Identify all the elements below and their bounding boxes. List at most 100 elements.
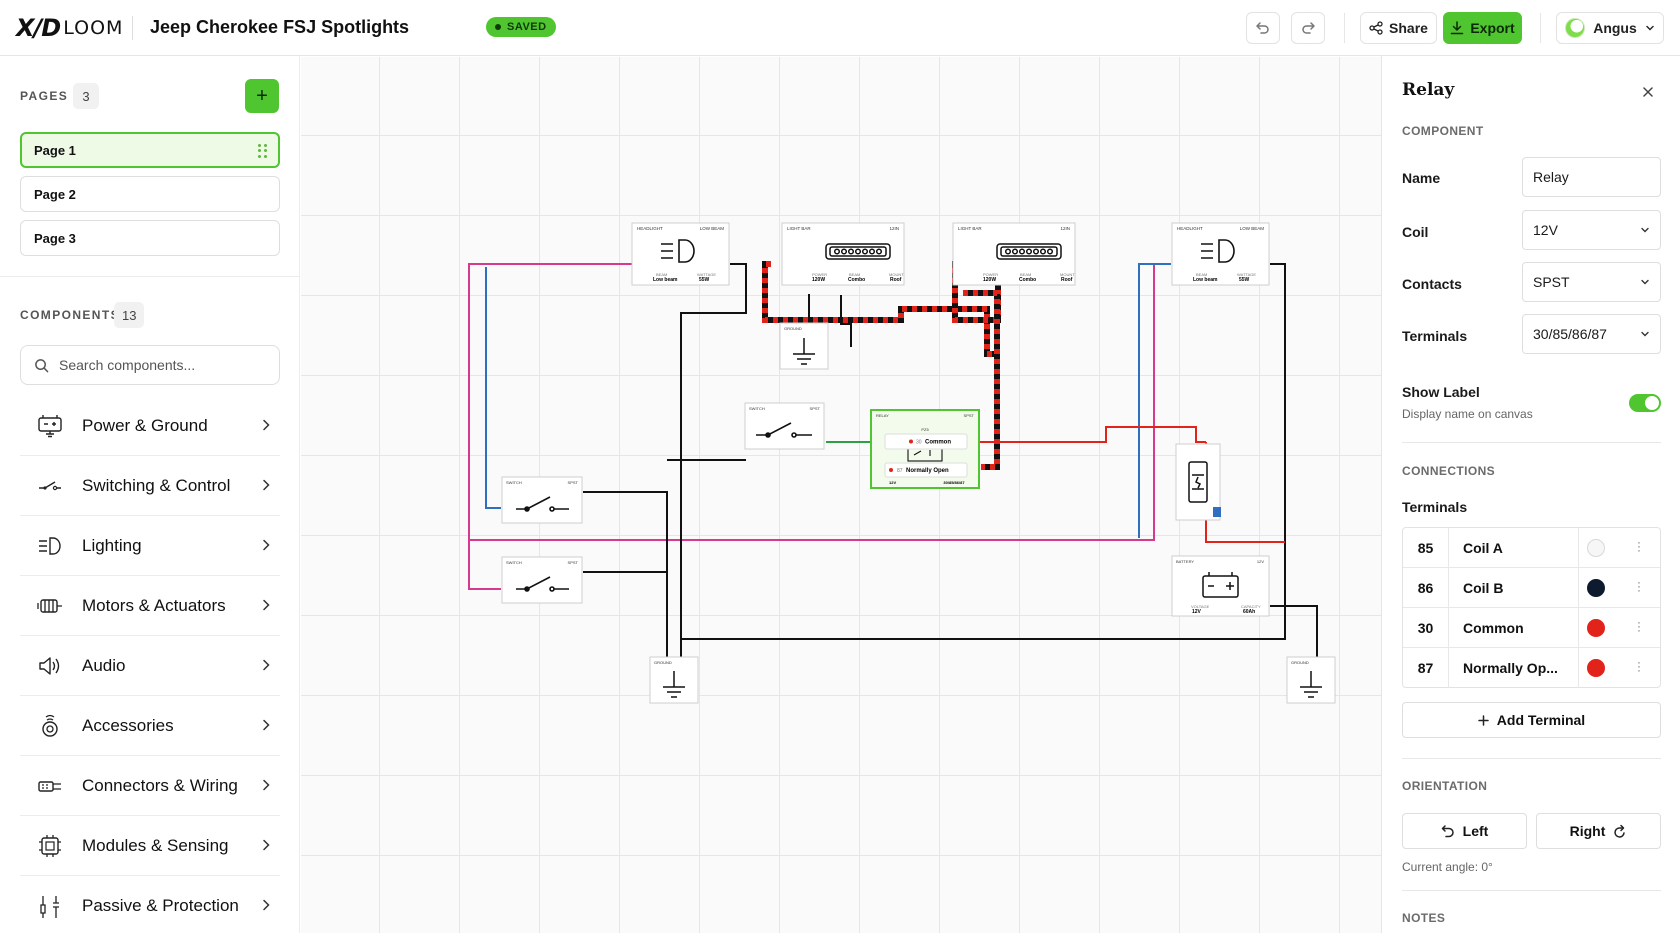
component-lightbar-left[interactable]: LIGHT BAR 12IN POWER 120W BEAM Combo MOU…	[781, 222, 905, 286]
comp-title: GROUND	[654, 660, 672, 665]
category-modules-sensing[interactable]: Modules & Sensing	[20, 816, 280, 876]
name-label: Name	[1402, 170, 1441, 186]
orientation-section-label: ORIENTATION	[1402, 779, 1488, 793]
relay-terminal-30[interactable]	[884, 433, 968, 450]
page-item-2[interactable]: Page 2	[20, 176, 280, 212]
component-battery[interactable]: BATTERY 12V VOLTAGE 12V CAPACITY 60Ah	[1171, 555, 1270, 617]
lightbar-icon	[996, 243, 1062, 260]
component-switch-mid[interactable]: SWITCH SPST	[744, 402, 825, 450]
wire-color-swatch[interactable]	[1587, 659, 1605, 677]
wire-black-1	[680, 263, 747, 657]
pink-wires[interactable]	[468, 263, 1155, 590]
terminal-row[interactable]: 86 Coil B ···	[1403, 567, 1660, 608]
terminal-name[interactable]: Common	[1463, 619, 1524, 636]
more-vertical-icon[interactable]: ···	[1637, 535, 1641, 557]
contacts-select-value: SPST	[1533, 274, 1570, 290]
drag-handle-icon[interactable]	[258, 144, 268, 158]
component-ground-bottom-right[interactable]: GROUND	[1286, 656, 1336, 704]
comp-tag: SPST	[964, 413, 975, 418]
component-ground-bottom-left[interactable]: GROUND	[649, 656, 699, 704]
component-ground-top[interactable]: GROUND	[779, 322, 829, 370]
page-item-label: Page 2	[34, 186, 76, 202]
show-label-description: Display name on canvas	[1402, 407, 1533, 421]
switch-icon	[516, 576, 569, 592]
more-vertical-icon[interactable]: ···	[1637, 615, 1641, 637]
component-fuse[interactable]	[1175, 443, 1221, 521]
category-connectors-wiring[interactable]: Connectors & Wiring	[20, 756, 280, 816]
terminals-select[interactable]: 30/85/86/87	[1522, 314, 1661, 354]
wire-color-swatch[interactable]	[1587, 619, 1605, 637]
category-accessories[interactable]: Accessories	[20, 696, 280, 756]
terminal-row[interactable]: 30 Common ···	[1403, 607, 1660, 648]
name-input[interactable]: Relay	[1522, 157, 1661, 197]
project-title[interactable]: Jeep Cherokee FSJ Spotlights	[150, 17, 410, 37]
ground-icon	[793, 338, 815, 365]
rotate-left-button[interactable]: Left	[1402, 813, 1527, 849]
comp-field-value: 12V	[889, 480, 896, 485]
comp-field-value: 30/85/86/87	[943, 480, 965, 485]
terminal-number: 30	[1403, 607, 1449, 648]
category-passive-protection[interactable]: Passive & Protection	[20, 876, 280, 933]
page-item-1[interactable]: Page 1	[20, 132, 280, 168]
cell-divider	[1578, 567, 1579, 608]
comp-field-value: 120W	[812, 277, 825, 283]
category-label: Audio	[82, 655, 126, 675]
blue-wires[interactable]	[485, 263, 1171, 538]
comp-title: GROUND	[784, 326, 802, 331]
terminal-row[interactable]: 87 Normally Op... ···	[1403, 648, 1660, 688]
terminal-name[interactable]: Normally Op...	[1463, 660, 1558, 676]
comp-field-label: POWER	[983, 272, 998, 277]
user-menu-button[interactable]: Angus	[1556, 12, 1664, 44]
component-relay[interactable]: RELAY SPST PZ5 30 Common 87 Normally Ope…	[870, 409, 980, 489]
component-lightbar-right[interactable]: LIGHT BAR 12IN POWER 120W BEAM Combo MOU…	[952, 222, 1076, 286]
component-switch-b[interactable]: SWITCH SPST	[501, 556, 583, 604]
panel-title: Relay	[1402, 80, 1455, 100]
comp-title: SWITCH	[506, 480, 522, 485]
red-wires[interactable]	[978, 426, 1285, 543]
component-headlight-right[interactable]: HEADLIGHT LOW BEAM BEAM Low beam WATTAGE…	[1171, 222, 1270, 286]
category-lighting[interactable]: Lighting	[20, 516, 280, 576]
chevron-down-icon	[1641, 279, 1649, 285]
show-label-toggle[interactable]	[1629, 394, 1661, 412]
schematic-canvas[interactable]: HEADLIGHT LOW BEAM BEAM Low beam WATTAGE…	[301, 57, 1381, 933]
rotate-right-button[interactable]: Right	[1536, 813, 1661, 849]
plus-icon	[1478, 714, 1489, 726]
wire-color-swatch[interactable]	[1587, 579, 1605, 597]
terminal-name[interactable]: Coil A	[1463, 539, 1503, 556]
share-button[interactable]: Share	[1360, 12, 1437, 44]
component-search[interactable]: Search components...	[20, 345, 280, 385]
wire-pink-1	[468, 263, 633, 590]
undo-button[interactable]	[1246, 12, 1280, 44]
motor-icon	[34, 592, 66, 620]
logo[interactable]: X/D LOOM	[16, 14, 123, 42]
comp-field-label: WATTAGE	[1237, 272, 1256, 277]
page-item-3[interactable]: Page 3	[20, 220, 280, 256]
share-icon	[1369, 21, 1383, 35]
category-audio[interactable]: Audio	[20, 636, 280, 696]
terminal-label: Common	[925, 440, 951, 446]
schematic-svg[interactable]: HEADLIGHT LOW BEAM BEAM Low beam WATTAGE…	[301, 57, 1381, 933]
component-headlight-left[interactable]: HEADLIGHT LOW BEAM BEAM Low beam WATTAGE…	[631, 222, 730, 286]
wire-color-swatch[interactable]	[1587, 539, 1605, 557]
relay-terminal-87[interactable]	[884, 462, 968, 478]
category-motors-actuators[interactable]: Motors & Actuators	[20, 576, 280, 636]
comp-title: HEADLIGHT	[637, 226, 663, 231]
more-vertical-icon[interactable]: ···	[1637, 575, 1641, 597]
terminal-row[interactable]: 85 Coil A ···	[1403, 527, 1660, 568]
coil-select[interactable]: 12V	[1522, 210, 1661, 250]
plus-icon: +	[256, 84, 268, 107]
fuse-connector-tab[interactable]	[1213, 507, 1221, 517]
contacts-select[interactable]: SPST	[1522, 262, 1661, 302]
component-switch-a[interactable]: SWITCH SPST	[501, 476, 583, 524]
export-button[interactable]: Export	[1443, 12, 1522, 44]
close-icon[interactable]	[1642, 86, 1654, 98]
terminal-name[interactable]: Coil B	[1463, 579, 1504, 596]
category-switching-control[interactable]: Switching & Control	[20, 456, 280, 516]
redo-button[interactable]	[1291, 12, 1325, 44]
rotate-right-label: Right	[1569, 823, 1606, 839]
category-label: Modules & Sensing	[82, 835, 229, 855]
more-vertical-icon[interactable]: ···	[1637, 655, 1641, 677]
add-page-button[interactable]: +	[245, 79, 279, 113]
category-power-ground[interactable]: Power & Ground	[20, 396, 280, 456]
add-terminal-button[interactable]: Add Terminal	[1402, 702, 1661, 738]
